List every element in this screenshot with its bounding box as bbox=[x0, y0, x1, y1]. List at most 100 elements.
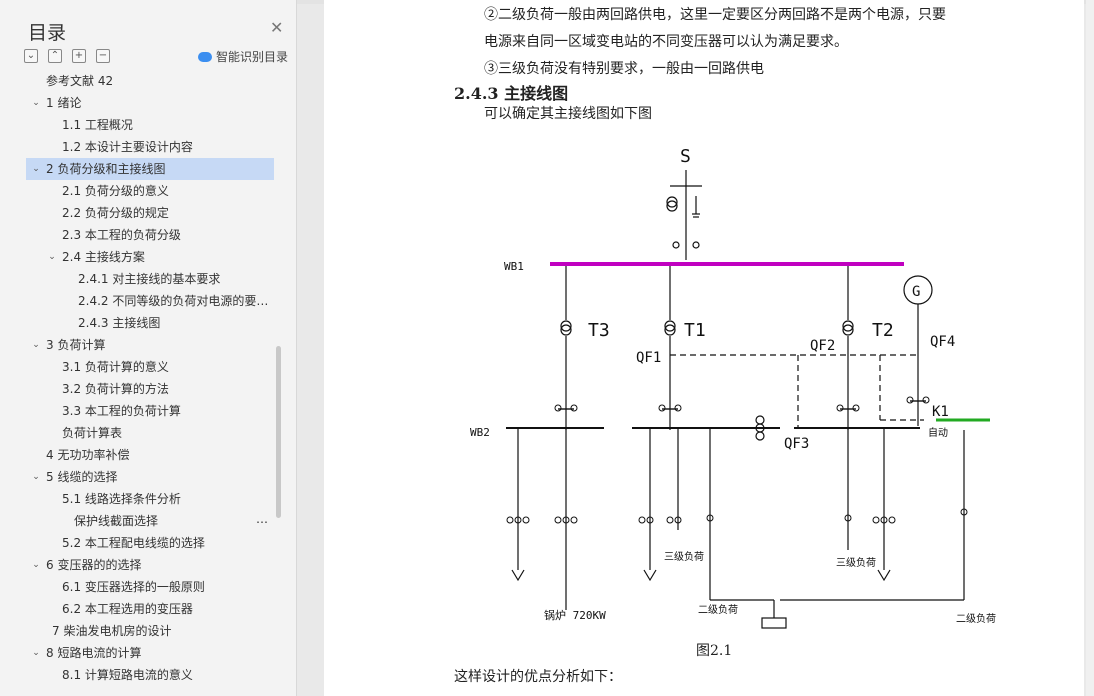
label-g: G bbox=[912, 284, 920, 300]
toc-item[interactable]: 1.2 本设计主要设计内容 bbox=[26, 136, 274, 158]
toc-list: 参考文献 42 ⌄ 1 绪论 1.1 工程概况 1.2 本设计主要设计内容 ⌄ 2 … bbox=[0, 72, 285, 696]
chevron-down-icon[interactable]: ⌄ bbox=[32, 648, 40, 658]
label-wb2: WB2 bbox=[470, 426, 490, 439]
toc-item-selected[interactable]: ⌄ 2 负荷分级和主接线图 bbox=[26, 158, 274, 180]
toc-sidebar: 目录 ✕ ⌄ ⌃ + − 智能识别目录 参考文献 42 ⌄ 1 绪论 1.1 工程… bbox=[0, 0, 297, 696]
toc-item[interactable]: ⌄ 1 绪论 bbox=[26, 92, 274, 114]
label-t3: T3 bbox=[588, 320, 610, 341]
toc-item[interactable]: 4 无功功率补偿 bbox=[26, 444, 274, 466]
figure-caption: 图2.1 bbox=[696, 643, 733, 659]
collapse-all-button[interactable]: ⌄ bbox=[24, 49, 38, 63]
toc-item-label: 5 线缆的选择 bbox=[46, 470, 118, 484]
toc-item-label: 2.4.1 对主接线的基本要求 bbox=[78, 272, 221, 286]
toc-item-label: 3.1 负荷计算的意义 bbox=[62, 360, 169, 374]
sidebar-scrollbar[interactable] bbox=[276, 346, 281, 518]
toc-item-label: 4 无功功率补偿 bbox=[46, 448, 130, 462]
toc-item[interactable]: 5.2 本工程配电线缆的选择 bbox=[26, 532, 274, 554]
toc-item[interactable]: 6.2 本工程选用的变压器 bbox=[26, 598, 274, 620]
ai-toc-button[interactable]: 智能识别目录 bbox=[198, 48, 288, 65]
ai-cloud-icon bbox=[198, 51, 212, 62]
label-level3-b: 三级负荷 bbox=[836, 556, 876, 569]
chevron-down-icon[interactable]: ⌄ bbox=[32, 472, 40, 482]
toc-item[interactable]: ⌄ 6 变压器的的选择 bbox=[26, 554, 274, 576]
toc-item-label: 2.4.3 主接线图 bbox=[78, 316, 161, 330]
ai-toc-label: 智能识别目录 bbox=[216, 50, 289, 64]
label-t1: T1 bbox=[684, 320, 706, 341]
label-qf4: QF4 bbox=[930, 334, 955, 350]
toc-item[interactable]: 8.1 计算短路电流的意义 bbox=[26, 664, 274, 686]
toc-item-label: 7 柴油发电机房的设计 bbox=[52, 624, 172, 638]
toc-item[interactable]: 2.4.2 不同等级的负荷对电源的要… bbox=[26, 290, 274, 312]
toc-item[interactable]: 2.1 负荷分级的意义 bbox=[26, 180, 274, 202]
paragraph: 电源来自同一区域变电站的不同变压器可以认为满足要求。 bbox=[484, 34, 848, 50]
label-boiler: 锅炉 720KW bbox=[544, 609, 606, 622]
main-wiring-diagram: S WB1 T3 T1 T2 G QF1 QF2 QF3 QF4 K1 自动 W… bbox=[470, 146, 996, 629]
toc-item[interactable]: 3.1 负荷计算的意义 bbox=[26, 356, 274, 378]
toc-item[interactable]: 2.3 本工程的负荷分级 bbox=[26, 224, 274, 246]
document-page: ②二级负荷一般由两回路供电，这里一定要区分两回路不是两个电源，只要 电源来自同一… bbox=[324, 0, 1084, 696]
more-options-icon[interactable]: … bbox=[256, 512, 268, 526]
chevron-down-icon[interactable]: ⌄ bbox=[32, 560, 40, 570]
label-level2-a: 二级负荷 bbox=[698, 603, 738, 616]
close-icon[interactable]: ✕ bbox=[270, 18, 284, 37]
toc-item-label: 3.2 负荷计算的方法 bbox=[62, 382, 169, 396]
expand-all-button[interactable]: ⌃ bbox=[48, 49, 62, 63]
toc-item[interactable]: 6.1 变压器选择的一般原则 bbox=[26, 576, 274, 598]
toc-item-label: 2.2 负荷分级的规定 bbox=[62, 206, 169, 220]
toc-item[interactable]: 负荷计算表 bbox=[26, 422, 274, 444]
label-qf3: QF3 bbox=[784, 436, 809, 452]
toc-item[interactable]: 7 柴油发电机房的设计 bbox=[26, 620, 274, 642]
toc-item[interactable]: 2.4.3 主接线图 bbox=[26, 312, 274, 334]
toc-item[interactable]: 3.3 本工程的负荷计算 bbox=[26, 400, 274, 422]
label-level3-a: 三级负荷 bbox=[664, 550, 704, 563]
toc-item-label: 6.2 本工程选用的变压器 bbox=[62, 602, 193, 616]
label-level2-b: 二级负荷 bbox=[956, 612, 996, 625]
chevron-down-icon[interactable]: ⌄ bbox=[32, 164, 40, 174]
remove-heading-button[interactable]: − bbox=[96, 49, 110, 63]
toc-item-label: 2.3 本工程的负荷分级 bbox=[62, 228, 181, 242]
toc-item[interactable]: ⌄ 8 短路电流的计算 bbox=[26, 642, 274, 664]
paragraph: ②二级负荷一般由两回路供电，这里一定要区分两回路不是两个电源，只要 bbox=[484, 7, 946, 23]
toc-item-label: 保护线截面选择 bbox=[74, 514, 159, 528]
toc-item[interactable]: ⌄ 3 负荷计算 bbox=[26, 334, 274, 356]
paragraph: ③三级负荷没有特别要求，一般由一回路供电 bbox=[484, 61, 764, 77]
paragraph: 这样设计的优点分析如下： bbox=[454, 669, 622, 685]
toc-item[interactable]: 保护线截面选择 bbox=[26, 510, 274, 532]
label-auto: 自动 bbox=[928, 426, 948, 439]
toc-item-label: 2 负荷分级和主接线图 bbox=[46, 162, 166, 176]
toc-item-label: 5.2 本工程配电线缆的选择 bbox=[62, 536, 205, 550]
toc-item-label: 2.1 负荷分级的意义 bbox=[62, 184, 169, 198]
toc-item-label: 1 绪论 bbox=[46, 96, 82, 110]
label-k1: K1 bbox=[932, 404, 949, 420]
label-qf1: QF1 bbox=[636, 350, 661, 366]
toc-item[interactable]: 3.2 负荷计算的方法 bbox=[26, 378, 274, 400]
toc-item-label: 参考文献 42 bbox=[46, 74, 114, 88]
toc-item[interactable]: 5.1 线路选择条件分析 bbox=[26, 488, 274, 510]
toc-item[interactable]: 2.4.1 对主接线的基本要求 bbox=[26, 268, 274, 290]
toc-item[interactable]: 1.1 工程概况 bbox=[26, 114, 274, 136]
toc-item-label: 8.1 计算短路电流的意义 bbox=[62, 668, 193, 682]
chevron-down-icon[interactable]: ⌄ bbox=[32, 340, 40, 350]
document-scrollbar[interactable] bbox=[1086, 0, 1094, 696]
toc-item[interactable]: ⌄ 5 线缆的选择 bbox=[26, 466, 274, 488]
chevron-down-icon[interactable]: ⌄ bbox=[48, 252, 56, 262]
toc-item-label: 5.1 线路选择条件分析 bbox=[62, 492, 181, 506]
toc-item[interactable]: 参考文献 42 bbox=[26, 72, 274, 92]
toc-item-label: 1.1 工程概况 bbox=[62, 118, 133, 132]
toc-title: 目录 bbox=[28, 22, 67, 44]
section-heading: 2.4.3 主接线图 bbox=[454, 84, 569, 103]
chevron-down-icon[interactable]: ⌄ bbox=[32, 98, 40, 108]
add-heading-button[interactable]: + bbox=[72, 49, 86, 63]
toc-item-label: 3.3 本工程的负荷计算 bbox=[62, 404, 181, 418]
toc-item-label: 1.2 本设计主要设计内容 bbox=[62, 140, 193, 154]
paragraph: 可以确定其主接线图如下图 bbox=[484, 106, 652, 122]
toc-item-label: 8 短路电流的计算 bbox=[46, 646, 142, 660]
label-s: S bbox=[680, 146, 691, 167]
toc-item[interactable]: 2.2 负荷分级的规定 bbox=[26, 202, 274, 224]
toc-item-label: 2.4.2 不同等级的负荷对电源的要… bbox=[78, 294, 269, 308]
toc-item-label: 6 变压器的的选择 bbox=[46, 558, 142, 572]
toc-item[interactable]: ⌄ 2.4 主接线方案 bbox=[26, 246, 274, 268]
label-wb1: WB1 bbox=[504, 260, 524, 273]
toc-item-label: 2.4 主接线方案 bbox=[62, 250, 145, 264]
toc-item-label: 3 负荷计算 bbox=[46, 338, 106, 352]
